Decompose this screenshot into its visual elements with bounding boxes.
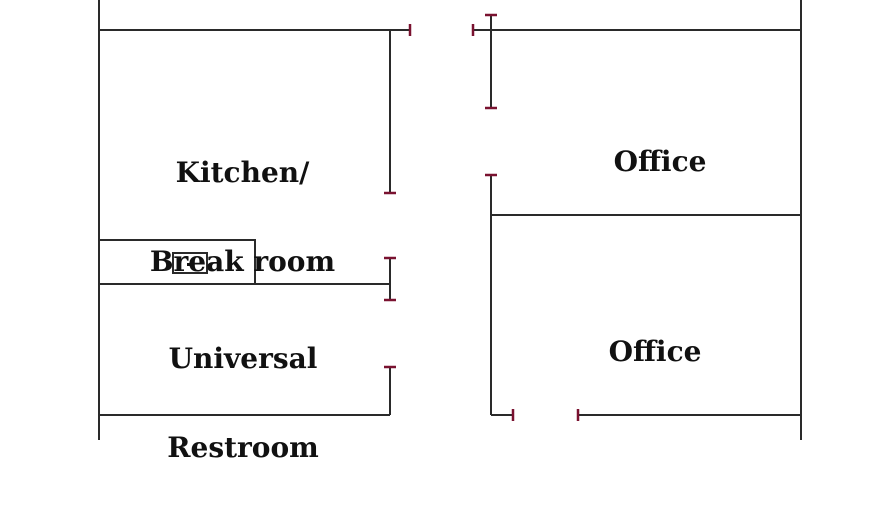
- restroom-label: Universal Restroom: [123, 292, 363, 516]
- sink-fixture: [172, 252, 208, 274]
- sink-drain: [187, 263, 193, 266]
- restroom-label-line2: Restroom: [167, 431, 319, 465]
- kitchen-label-line2: Break room: [149, 245, 336, 279]
- sink-icon: [172, 252, 208, 274]
- office-top-label: Office: [560, 95, 760, 229]
- door-markers: [384, 13, 580, 421]
- office-top-label-text: Office: [613, 144, 707, 178]
- kitchen-label-line1: Kitchen/: [175, 155, 310, 189]
- floor-plan: [98, 0, 802, 440]
- office-bottom-label-text: Office: [608, 334, 702, 368]
- walls: [98, 0, 802, 440]
- kitchen-label: Kitchen/ Break room: [120, 106, 365, 330]
- restroom-label-line1: Universal: [168, 341, 318, 375]
- office-bottom-label: Office: [555, 285, 755, 419]
